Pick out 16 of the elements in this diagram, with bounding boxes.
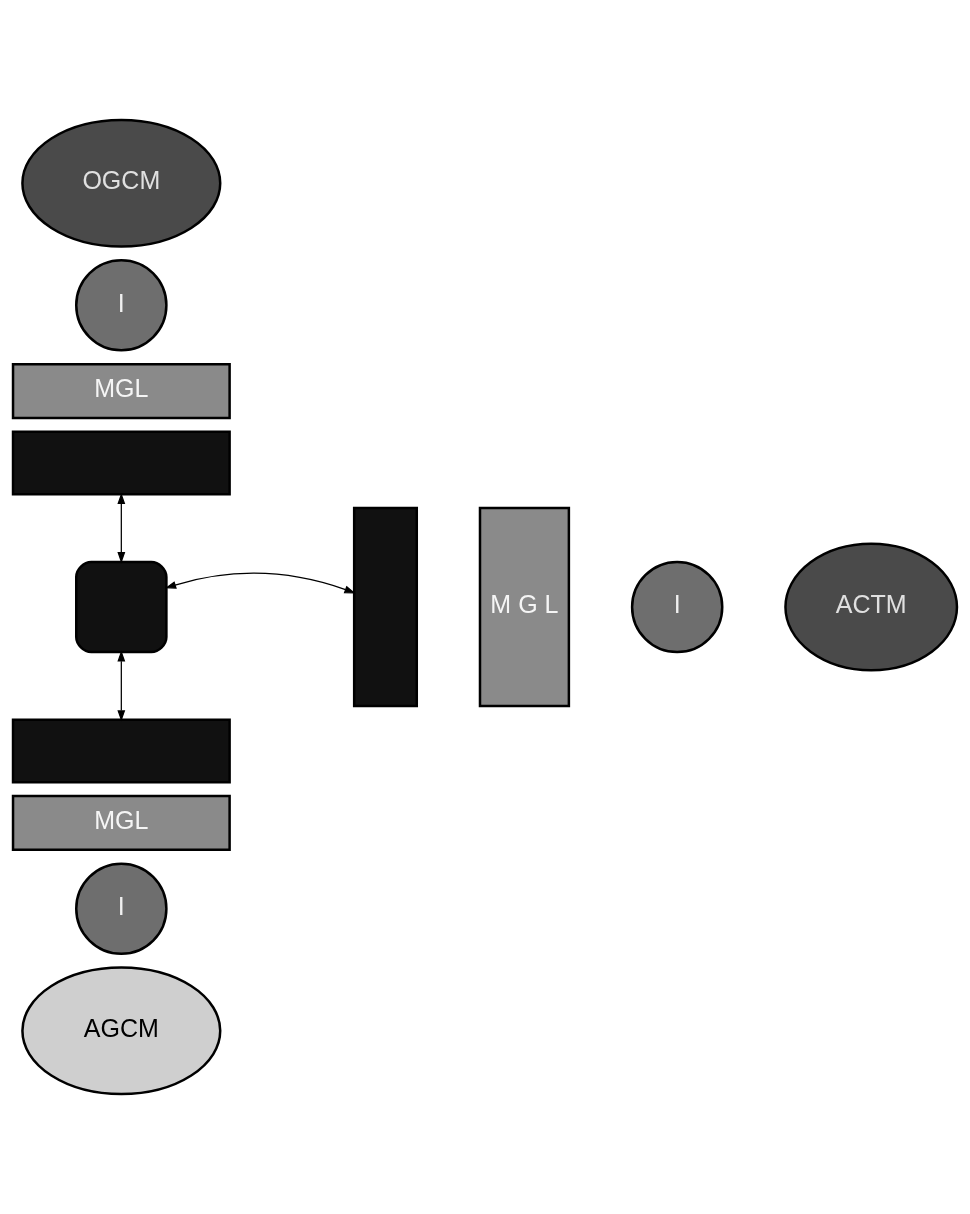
node-box: M G L bbox=[478, 506, 571, 708]
arrow bbox=[117, 492, 126, 564]
node-box bbox=[75, 560, 168, 654]
node-ellipse: ACTM bbox=[784, 542, 959, 672]
node-circle: I bbox=[630, 560, 724, 654]
node-circle: I bbox=[75, 258, 168, 352]
arrow bbox=[164, 572, 356, 594]
node-ellipse: OGCM bbox=[21, 118, 222, 248]
node-box bbox=[352, 506, 418, 708]
arrow bbox=[117, 650, 126, 722]
node-box bbox=[11, 718, 231, 784]
node-box bbox=[11, 430, 231, 496]
node-ellipse: AGCM bbox=[21, 966, 222, 1096]
node-box: MGL bbox=[11, 362, 231, 420]
node-box: MGL bbox=[11, 794, 231, 852]
node-circle: I bbox=[75, 862, 168, 956]
